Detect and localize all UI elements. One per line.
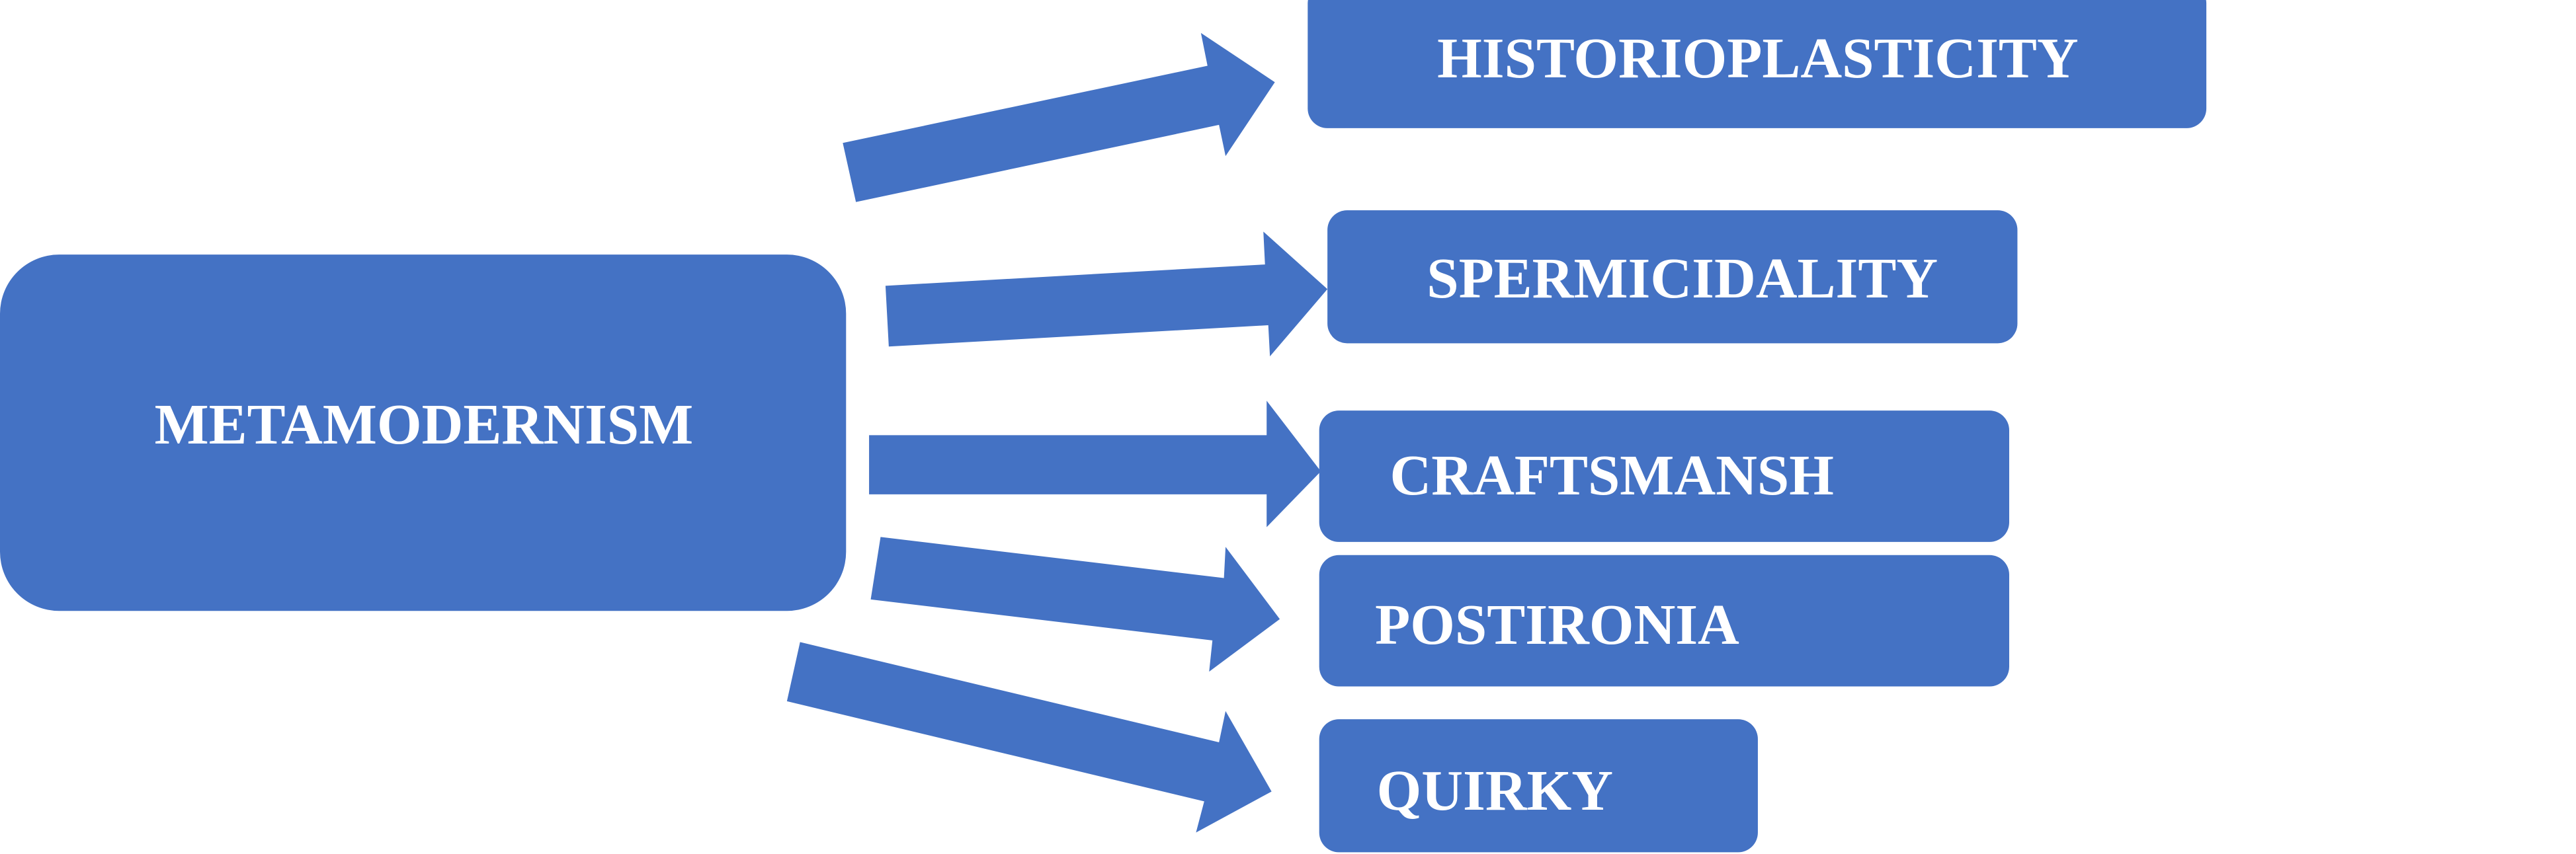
- central-node-label: METAMODERNISM: [155, 393, 694, 456]
- node-label-historioplasticity: HISTORIOPLASTICITY: [1437, 26, 2079, 90]
- node-box-craftsmansh: [1319, 410, 2010, 542]
- arrow-to-postironia: [870, 537, 1280, 672]
- arrow-to-historioplasticity: [843, 32, 1275, 202]
- arrow-to-spermicidality: [885, 231, 1328, 357]
- node-box-quirky: [1319, 719, 1758, 853]
- node-label-postironia: POSTIRONIA: [1375, 593, 1739, 656]
- node-box-historioplasticity: [1308, 0, 2207, 128]
- arrow-to-craftsmansh: [869, 401, 1321, 527]
- central-node-box: [0, 254, 847, 611]
- node-label-spermicidality: SPERMICIDALITY: [1427, 247, 1938, 310]
- node-box-postironia: [1319, 555, 2010, 687]
- node-label-quirky: QUIRKY: [1377, 759, 1613, 822]
- arrow-to-quirky: [786, 642, 1272, 833]
- node-label-craftsmansh: CRAFTSMANSH: [1390, 444, 1834, 507]
- node-box-spermicidality: [1327, 210, 2018, 344]
